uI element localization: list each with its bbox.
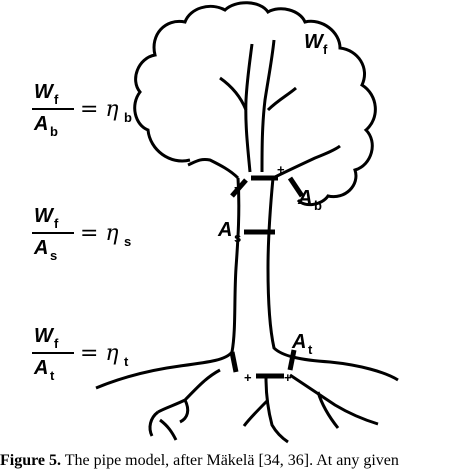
plus-sign: + [234, 180, 242, 195]
marker-at-left [229, 351, 239, 373]
root-left [157, 368, 221, 414]
caption-label: Figure 5. [0, 452, 62, 469]
label-ab-sub: b [314, 198, 322, 213]
eq-numerator: W [34, 205, 55, 227]
eq-rhs: = η [80, 97, 119, 122]
branch-right-twig [266, 86, 297, 112]
eq-denominator-sub: s [50, 248, 57, 263]
label-wf: W [304, 31, 325, 53]
label-as: A [217, 219, 232, 241]
eq-rhs: = η [80, 341, 119, 366]
tree-trunk [95, 177, 241, 390]
branch-left-upper [244, 43, 254, 173]
marker-ab-left [230, 178, 248, 198]
branch-left-twig [219, 76, 248, 111]
plus-sign: + [277, 162, 285, 177]
eq-rhs-sub: t [124, 354, 129, 369]
marker-ab-right [287, 176, 305, 198]
eq-denominator: A [33, 237, 48, 259]
tree-trunk-right [266, 177, 399, 382]
root-right-b [316, 391, 340, 429]
eq-numerator: W [34, 325, 55, 347]
root-center-b [242, 398, 270, 427]
branch-center [260, 39, 276, 173]
eq-rhs-sub: s [124, 234, 131, 249]
eq-numerator-sub: f [54, 336, 59, 351]
plus-sign: + [284, 370, 292, 385]
label-as-sub: s [234, 230, 241, 245]
branch-left [187, 158, 240, 180]
eq-numerator: W [34, 81, 55, 103]
marker-at-right [287, 349, 297, 371]
label-wf-sub: f [323, 42, 328, 57]
eq-rhs-sub: b [124, 110, 132, 125]
root-center [264, 377, 289, 444]
figure-caption: Figure 5. The pipe model, after Mäkelä [… [0, 452, 474, 474]
root-left-b [179, 399, 190, 424]
plus-sign: + [244, 370, 252, 385]
tree-crown [133, 1, 377, 207]
eq-denominator: A [33, 113, 48, 135]
equation-branch: W f A b = η b [32, 81, 132, 139]
eq-numerator-sub: f [54, 216, 59, 231]
equation-root: W f A t = η t [32, 325, 129, 383]
root-small-left [148, 410, 178, 441]
eq-numerator-sub: f [54, 92, 59, 107]
eq-rhs: = η [80, 221, 119, 246]
equation-stem: W f A s = η s [32, 205, 131, 263]
root-right [289, 373, 379, 426]
eq-denominator-sub: t [50, 368, 55, 383]
caption-text: The pipe model, after Mäkelä [34, 36]. A… [61, 452, 399, 469]
label-ab: A [297, 187, 312, 209]
eq-denominator: A [33, 357, 48, 379]
label-at: A [291, 331, 306, 353]
eq-denominator-sub: b [50, 124, 58, 139]
label-at-sub: t [308, 342, 313, 357]
branch-right [272, 144, 341, 180]
